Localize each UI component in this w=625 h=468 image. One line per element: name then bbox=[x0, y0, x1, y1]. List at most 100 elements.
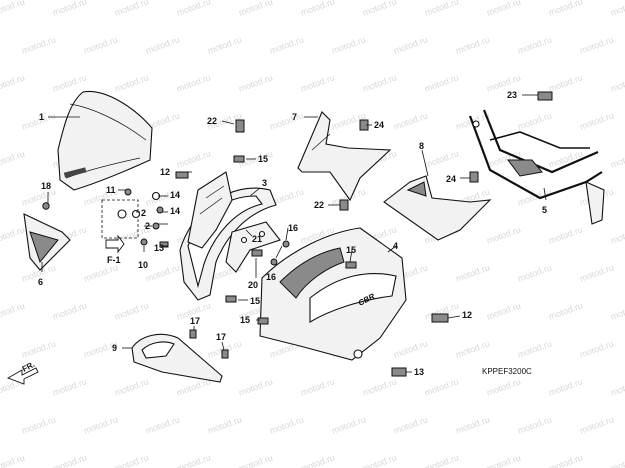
detail-f1-box: F-1 bbox=[101, 199, 139, 265]
callout-14: 14 bbox=[170, 206, 180, 216]
callout-20: 20 bbox=[248, 280, 258, 290]
callout-18: 18 bbox=[41, 181, 51, 191]
watermark-text: motod.ru bbox=[609, 148, 625, 170]
watermark-text: motod.ru bbox=[20, 338, 57, 360]
watermark-text: motod.ru bbox=[237, 0, 274, 18]
watermark-text: motod.ru bbox=[485, 376, 522, 398]
callout-15: 15 bbox=[240, 315, 250, 325]
callout-2: 2 bbox=[141, 208, 146, 218]
watermark-text: motod.ru bbox=[20, 414, 57, 436]
watermark-text: motod.ru bbox=[113, 300, 150, 322]
watermark-text: motod.ru bbox=[547, 376, 584, 398]
watermark-text: motod.ru bbox=[20, 34, 57, 56]
callout-14: 14 bbox=[170, 190, 180, 200]
watermark-text: motod.ru bbox=[547, 72, 584, 94]
callout-17: 17 bbox=[190, 316, 200, 326]
callout-4: 4 bbox=[393, 241, 398, 251]
watermark-text: motod.ru bbox=[113, 0, 150, 18]
watermark-text: motod.ru bbox=[547, 300, 584, 322]
watermark-text: motod.ru bbox=[330, 414, 367, 436]
watermark-text: motod.ru bbox=[423, 452, 460, 468]
watermark-text: motod.ru bbox=[361, 72, 398, 94]
callout-8: 8 bbox=[419, 141, 424, 151]
watermark-text: motod.ru bbox=[206, 34, 243, 56]
watermark-text: motod.ru bbox=[454, 338, 491, 360]
watermark-text: motod.ru bbox=[609, 0, 625, 18]
inner-cover-left-part bbox=[23, 213, 71, 271]
side-panel-part bbox=[297, 111, 392, 202]
watermark-text: motod.ru bbox=[206, 414, 243, 436]
watermark-text: motod.ru bbox=[609, 224, 625, 246]
watermark-text: motod.ru bbox=[144, 414, 181, 436]
watermark-text: motod.ru bbox=[609, 376, 625, 398]
diagram-code: KPPEF3200C bbox=[482, 367, 532, 376]
watermark-text: motod.ru bbox=[113, 452, 150, 468]
inner-panel-part bbox=[383, 175, 492, 241]
callout-23: 23 bbox=[507, 90, 517, 100]
watermark-text: motod.ru bbox=[485, 452, 522, 468]
callout-22: 22 bbox=[314, 200, 324, 210]
watermark-text: motod.ru bbox=[454, 414, 491, 436]
watermark-text: motod.ru bbox=[392, 414, 429, 436]
watermark-text: motod.ru bbox=[299, 376, 336, 398]
callout-22: 22 bbox=[207, 116, 217, 126]
callout-12: 12 bbox=[160, 167, 170, 177]
watermark-text: motod.ru bbox=[485, 0, 522, 18]
watermark-text: motod.ru bbox=[268, 34, 305, 56]
watermark-text: motod.ru bbox=[516, 186, 553, 208]
callout-6: 6 bbox=[38, 277, 43, 287]
watermark-text: motod.ru bbox=[578, 338, 615, 360]
watermark-text: motod.ru bbox=[268, 110, 305, 132]
callout-13: 13 bbox=[154, 243, 164, 253]
watermark-text: motod.ru bbox=[237, 376, 274, 398]
callout-12: 12 bbox=[462, 310, 472, 320]
callout-17: 17 bbox=[216, 332, 226, 342]
watermark-text: motod.ru bbox=[516, 262, 553, 284]
hardware-group bbox=[42, 91, 553, 377]
watermark-text: motod.ru bbox=[516, 338, 553, 360]
callout-11: 11 bbox=[106, 185, 116, 195]
watermark-text: motod.ru bbox=[423, 0, 460, 18]
watermark-text: motod.ru bbox=[547, 0, 584, 18]
upper-cowl-part bbox=[179, 171, 277, 301]
watermark-text: motod.ru bbox=[0, 0, 26, 18]
watermark-text: motod.ru bbox=[516, 110, 553, 132]
bracket-part bbox=[225, 221, 281, 273]
watermark-text: motod.ru bbox=[144, 34, 181, 56]
under-panel-part bbox=[131, 333, 223, 383]
watermark-text: motod.ru bbox=[361, 452, 398, 468]
watermark-text: motod.ru bbox=[454, 34, 491, 56]
watermark-text: motod.ru bbox=[51, 0, 88, 18]
watermark-text: motod.ru bbox=[82, 34, 119, 56]
callout-24: 24 bbox=[374, 120, 384, 130]
watermark-text: motod.ru bbox=[330, 34, 367, 56]
windscreen-part bbox=[57, 90, 153, 191]
watermark-text: motod.ru bbox=[485, 224, 522, 246]
callout-15: 15 bbox=[258, 154, 268, 164]
watermark-text: motod.ru bbox=[578, 34, 615, 56]
middle-cowl-part: CBR bbox=[259, 227, 407, 361]
watermark-text: motod.ru bbox=[578, 110, 615, 132]
watermark-text: motod.ru bbox=[144, 262, 181, 284]
watermark-text: motod.ru bbox=[454, 262, 491, 284]
watermark-text: motod.ru bbox=[51, 72, 88, 94]
watermark-text: motod.ru bbox=[237, 72, 274, 94]
watermark-text: motod.ru bbox=[423, 148, 460, 170]
watermark-text: motod.ru bbox=[51, 452, 88, 468]
leader-lines bbox=[41, 94, 547, 373]
watermark-text: motod.ru bbox=[175, 452, 212, 468]
watermark-text: motod.ru bbox=[299, 0, 336, 18]
callout-16: 16 bbox=[288, 223, 298, 233]
watermark-text: motod.ru bbox=[0, 148, 26, 170]
watermark-text: motod.ru bbox=[516, 414, 553, 436]
watermark-text: motod.ru bbox=[361, 376, 398, 398]
callout-10: 10 bbox=[138, 260, 148, 270]
watermark-text: motod.ru bbox=[609, 452, 625, 468]
callout-1: 1 bbox=[39, 112, 44, 122]
watermark-text: motod.ru bbox=[82, 262, 119, 284]
callout-16: 16 bbox=[266, 272, 276, 282]
watermark-text: motod.ru bbox=[299, 72, 336, 94]
watermark-text: motod.ru bbox=[237, 452, 274, 468]
callout-2: 2 bbox=[145, 221, 150, 231]
